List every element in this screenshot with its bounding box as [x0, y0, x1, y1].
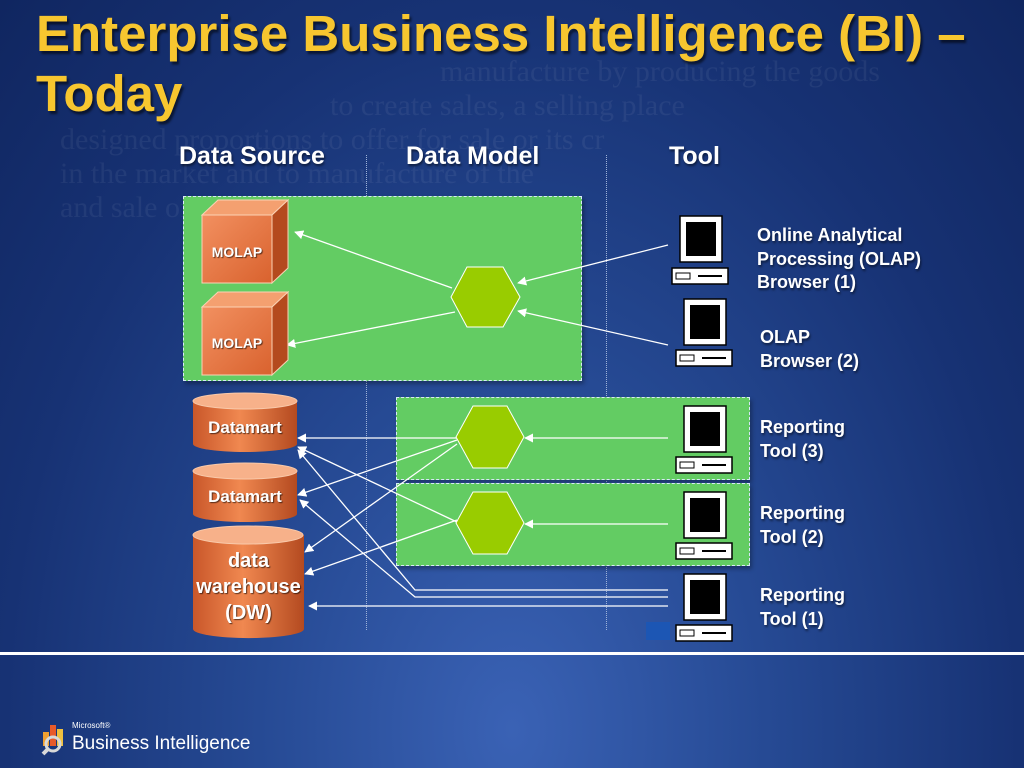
- footer-divider: [0, 652, 1024, 655]
- column-header-tool: Tool: [669, 142, 720, 170]
- report-model-hexagon-1: [455, 405, 525, 469]
- background-texture: manufacture by producing the goods to cr…: [60, 55, 880, 224]
- olap-cube-model-hexagon: [450, 266, 521, 328]
- data-warehouse-cylinder: [192, 525, 304, 639]
- line-hexa-to-molap2: [286, 311, 456, 348]
- tool-label-reporting-3: Reporting Tool (3): [760, 417, 845, 461]
- bi-logo-icon: [41, 725, 63, 756]
- report-model-hexagon-2: [455, 491, 525, 555]
- decorative-square: [646, 622, 670, 640]
- column-header-data-source: Data Source: [179, 142, 325, 170]
- computer-icon-olap-1: [671, 215, 729, 285]
- tool-label-reporting-2: Reporting Tool (2): [760, 503, 845, 547]
- line-hexb-to-datamart2: [297, 439, 458, 497]
- line-hexc-to-datamart1: [297, 446, 460, 524]
- molap-cube-1: [200, 198, 290, 285]
- slide-title: Enterprise Business Intelligence (BI) – …: [36, 5, 966, 122]
- line-hexb-to-dw: [304, 443, 458, 553]
- column-divider-right: [606, 155, 607, 630]
- column-divider-left: [366, 155, 367, 630]
- tool-label-reporting-1: Reporting Tool (1): [760, 585, 845, 629]
- computer-icon-reporting-1: [675, 573, 733, 642]
- computer-icon-reporting-2: [675, 491, 733, 560]
- tool-label-olap-browser-2: OLAP Browser (2): [760, 327, 860, 371]
- line-olap1-to-hexa: [517, 244, 669, 286]
- datamart-cylinder-2: [192, 462, 298, 522]
- data-warehouse-label: data warehouse (DW): [196, 550, 301, 624]
- molap-label-2: MOLAP: [211, 335, 263, 351]
- datamart-label-1: Datamart: [208, 418, 282, 437]
- logo-microsoft-text: Microsoft®: [72, 721, 111, 730]
- line-hexc-to-dw: [304, 519, 458, 576]
- computer-icon-olap-2: [675, 298, 733, 367]
- computer-icon-reporting-3: [675, 405, 733, 474]
- line-reporting1-to-datamart2: [299, 499, 668, 598]
- molap-label-1: MOLAP: [211, 244, 263, 260]
- logo-business-intelligence-text: Business Intelligence: [72, 733, 251, 754]
- business-intelligence-logo: Microsoft® Business Intelligence: [40, 720, 251, 761]
- datamart-cylinder-1: [192, 392, 298, 452]
- datamart-label-2: Datamart: [208, 487, 282, 506]
- line-reporting1-to-datamart1: [297, 449, 668, 591]
- line-hexa-to-molap1: [294, 230, 453, 289]
- line-olap2-to-hexa: [517, 308, 669, 346]
- molap-cube-2: [200, 290, 290, 377]
- tool-label-olap-browser-1: Online Analytical Processing (OLAP) Brow…: [757, 225, 922, 292]
- column-header-data-model: Data Model: [406, 142, 540, 170]
